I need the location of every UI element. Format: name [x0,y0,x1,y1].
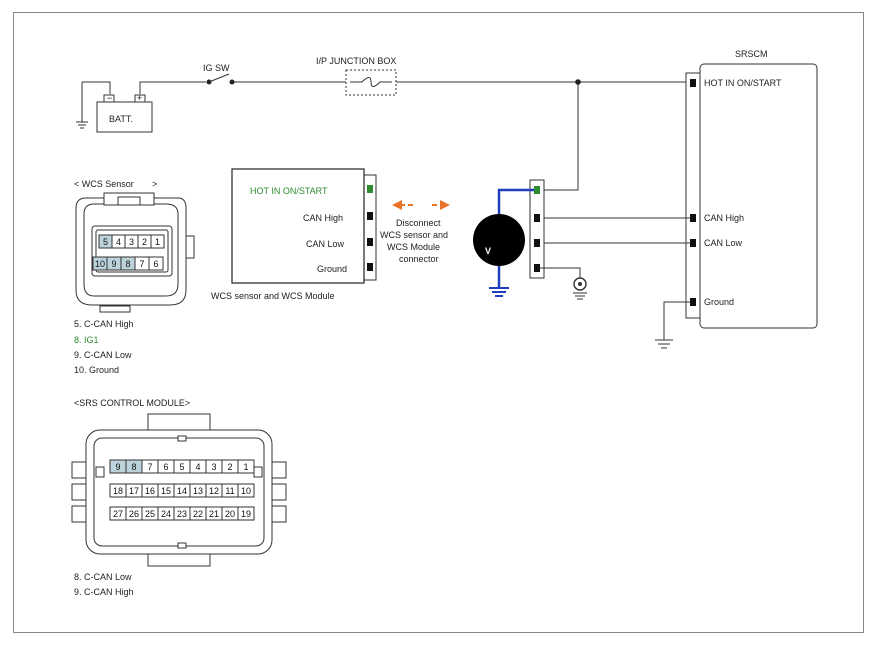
wcs-pin-label: 8 [125,259,130,269]
wcs-legend-3: 9. C-CAN Low [74,350,132,360]
svg-text:+: + [137,93,142,103]
harness-connector [529,179,587,300]
disconnect-arrows [392,200,450,210]
srs-pin-label: 15 [161,486,171,496]
batt-label: BATT. [109,114,133,124]
srs-pin-label: 14 [177,486,187,496]
srs-pin-label: 25 [145,509,155,519]
wcs-pin-label: 6 [153,259,158,269]
wcs-legend-1: 5. C-CAN High [74,319,134,329]
srs-pin-label: 19 [241,509,251,519]
ig-switch: IG SW [203,63,235,85]
voltmeter: V [473,188,534,297]
wcs-pin-label: 2 [142,237,147,247]
srs-pin-cell [237,483,255,498]
wcs-pin-cell [148,256,164,271]
module-can-low-label: CAN Low [306,239,345,249]
wcs-pin-label: 7 [139,259,144,269]
disconnect-text-2: WCS sensor and [380,230,448,240]
srs-legend-1: 8. C-CAN Low [74,572,132,582]
srs-pin-label: 3 [211,462,216,472]
wcs-pin-label: 1 [155,237,160,247]
wcs-pin-label: 4 [116,237,121,247]
voltmeter-label: V [485,246,491,256]
srscm-block: SRSCM HOT IN ON/START CAN High CAN Low G… [655,49,818,349]
disconnect-text-4: connector [399,254,439,264]
power-circuit [76,81,690,191]
wcs-pin-label: 9 [111,259,116,269]
diagram-frame [13,12,864,633]
srs-pin-label: 12 [209,486,219,496]
srs-pin-label: 4 [195,462,200,472]
module-ground-label: Ground [317,264,347,274]
srs-pin-label: 13 [193,486,203,496]
module-can-high-label: CAN High [303,213,343,223]
srs-pin-label: 5 [179,462,184,472]
srs-pin-label: 20 [225,509,235,519]
srs-pin-cell [237,459,255,474]
wcs-legend-4: 10. Ground [74,365,119,375]
disconnect-text-3: WCS Module [387,242,440,252]
srs-pin-label: 10 [241,486,251,496]
wcs-module-box: HOT IN ON/START CAN High CAN Low Ground … [211,168,377,301]
srs-pin-label: 26 [129,509,139,519]
module-caption: WCS sensor and WCS Module [211,291,335,301]
can-wires [541,217,690,244]
wcs-pin-label: 5 [103,237,108,247]
splice-dot [575,79,581,85]
battery: − + BATT. [96,93,153,133]
srs-pin-label: 2 [227,462,232,472]
srs-pin-label: 21 [209,509,219,519]
srscm-can-high-label: CAN High [704,213,744,223]
wcs-pin-cell [150,234,165,249]
srs-pin-label: 7 [147,462,152,472]
srscm-title: SRSCM [735,49,768,59]
ip-junction-box: I/P JUNCTION BOX [316,56,397,96]
srscm-can-low-label: CAN Low [704,238,743,248]
srs-pin-label: 11 [225,486,234,496]
srs-pin-label: 16 [145,486,155,496]
srs-pin-label: 1 [243,462,248,472]
wcs-sensor-connector [75,192,195,313]
srs-pin-label: 18 [113,486,123,496]
srs-pin-label: 8 [131,462,136,472]
srs-pin-label: 27 [113,509,123,519]
srs-pin-label: 6 [163,462,168,472]
ip-junction-box-label: I/P JUNCTION BOX [316,56,396,66]
srscm-ground-label: Ground [704,297,734,307]
srs-module-title: <SRS CONTROL MODULE> [74,398,190,408]
module-hot-label: HOT IN ON/START [250,186,328,196]
wcs-pin-label: 10 [95,259,105,269]
wcs-sensor-title-end: > [152,179,157,189]
wcs-legend-2: 8. IG1 [74,335,99,345]
srscm-hot-label: HOT IN ON/START [704,78,782,88]
srs-pin-label: 23 [177,509,187,519]
ig-sw-label: IG SW [203,63,230,73]
wcs-sensor-title: < WCS Sensor [74,179,134,189]
srs-pin-label: 9 [115,462,120,472]
svg-text:−: − [107,93,112,103]
wcs-pin-label: 3 [129,237,134,247]
srs-pin-label: 17 [129,486,139,496]
srs-pin-cell [237,506,255,521]
srs-legend-2: 9. C-CAN High [74,587,134,597]
srs-pin-label: 22 [193,509,203,519]
disconnect-text-1: Disconnect [396,218,441,228]
srs-pin-label: 24 [161,509,171,519]
